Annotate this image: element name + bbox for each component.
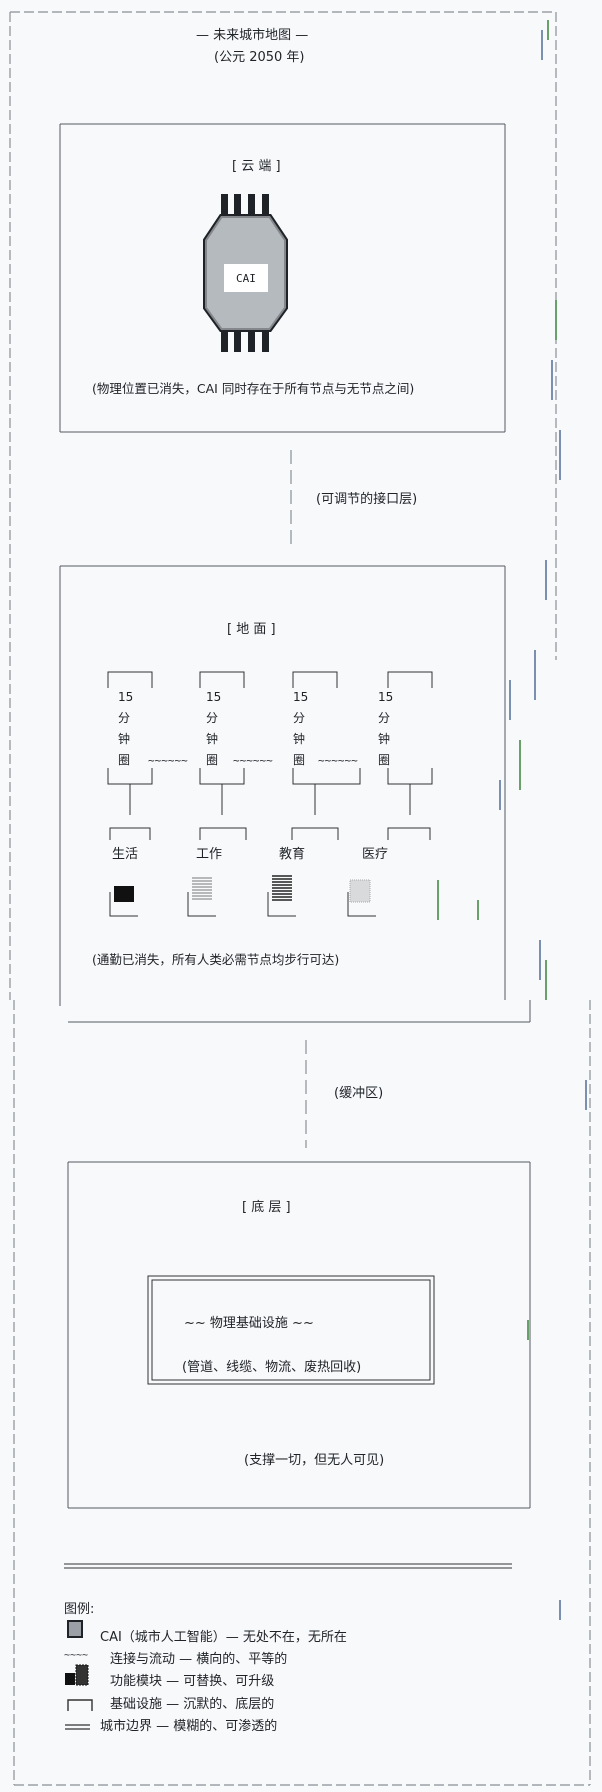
circle-line: 钟: [206, 732, 219, 746]
circle-line: 15: [293, 690, 309, 704]
circle-line: 钟: [378, 732, 391, 746]
module-block-life: [114, 886, 134, 902]
flow-connector: ~~~~~~: [233, 754, 273, 767]
module-label-life: 生活: [112, 847, 139, 862]
legend-text: 连接与流动 — 横向的、平等的: [110, 1652, 288, 1667]
circle-line: 圈: [206, 753, 219, 767]
flow-connector: ~~~~~~: [148, 754, 188, 767]
buffer-label: (缓冲区): [334, 1086, 384, 1101]
circle-line: 15: [378, 690, 394, 704]
ground-heading: [ 地 面 ]: [227, 622, 276, 637]
map-title: — 未来城市地图 —: [196, 28, 309, 43]
circle-line: 圈: [378, 753, 391, 767]
base-heading: [ 底 层 ]: [242, 1200, 291, 1215]
wave-icon: ~~~~: [64, 1650, 89, 1661]
module-label-work: 工作: [196, 847, 223, 862]
module-block-work: [192, 877, 212, 900]
module-label-medical: 医疗: [362, 847, 389, 862]
circle-line: 分: [378, 711, 391, 725]
cai-icon: [67, 1620, 83, 1638]
cloud-caption: (物理位置已消失，CAI 同时存在于所有节点与无节点之间): [92, 381, 415, 396]
module-block-medical: [349, 879, 371, 903]
circle-line: 分: [293, 711, 306, 725]
legend-text: 基础设施 — 沉默的、底层的: [110, 1697, 275, 1712]
ground-caption: (通勤已消失，所有人类必需节点均步行可达): [92, 952, 340, 967]
circle-line: 圈: [293, 753, 306, 767]
circle-line: 钟: [293, 732, 306, 746]
cloud-heading: [ 云 端 ]: [232, 159, 281, 174]
module-label-education: 教育: [279, 847, 306, 862]
cai-label: CAI: [236, 272, 256, 285]
infra-title: ~~ 物理基础设施 ~~: [184, 1316, 314, 1331]
circle-line: 圈: [118, 753, 131, 767]
legend-text: 功能模块 — 可替换、可升级: [110, 1674, 275, 1689]
map-subtitle: (公元 2050 年): [214, 50, 305, 65]
circle-line: 钟: [118, 732, 131, 746]
interface-label: (可调节的接口层): [316, 492, 418, 507]
circle-line: 分: [206, 711, 219, 725]
circle-line: 分: [118, 711, 131, 725]
circle-line: 15: [118, 690, 134, 704]
cai-chip-graphic: [203, 194, 288, 352]
circle-line: 15: [206, 690, 222, 704]
legend-text: 城市边界 — 模糊的、可渗透的: [100, 1719, 278, 1734]
legend-text: CAI（城市人工智能）— 无处不在，无所在: [100, 1630, 347, 1645]
infra-list: (管道、线缆、物流、废热回收): [182, 1360, 362, 1375]
double-line-icon: [65, 1724, 90, 1730]
legend-title: 图例:: [64, 1602, 95, 1617]
flow-connector: ~~~~~~: [318, 754, 358, 767]
base-caption: (支撑一切，但无人可见): [244, 1453, 385, 1468]
bracket-icon: [67, 1699, 93, 1711]
module-block-education: [272, 875, 292, 901]
module-icon: [65, 1664, 89, 1686]
